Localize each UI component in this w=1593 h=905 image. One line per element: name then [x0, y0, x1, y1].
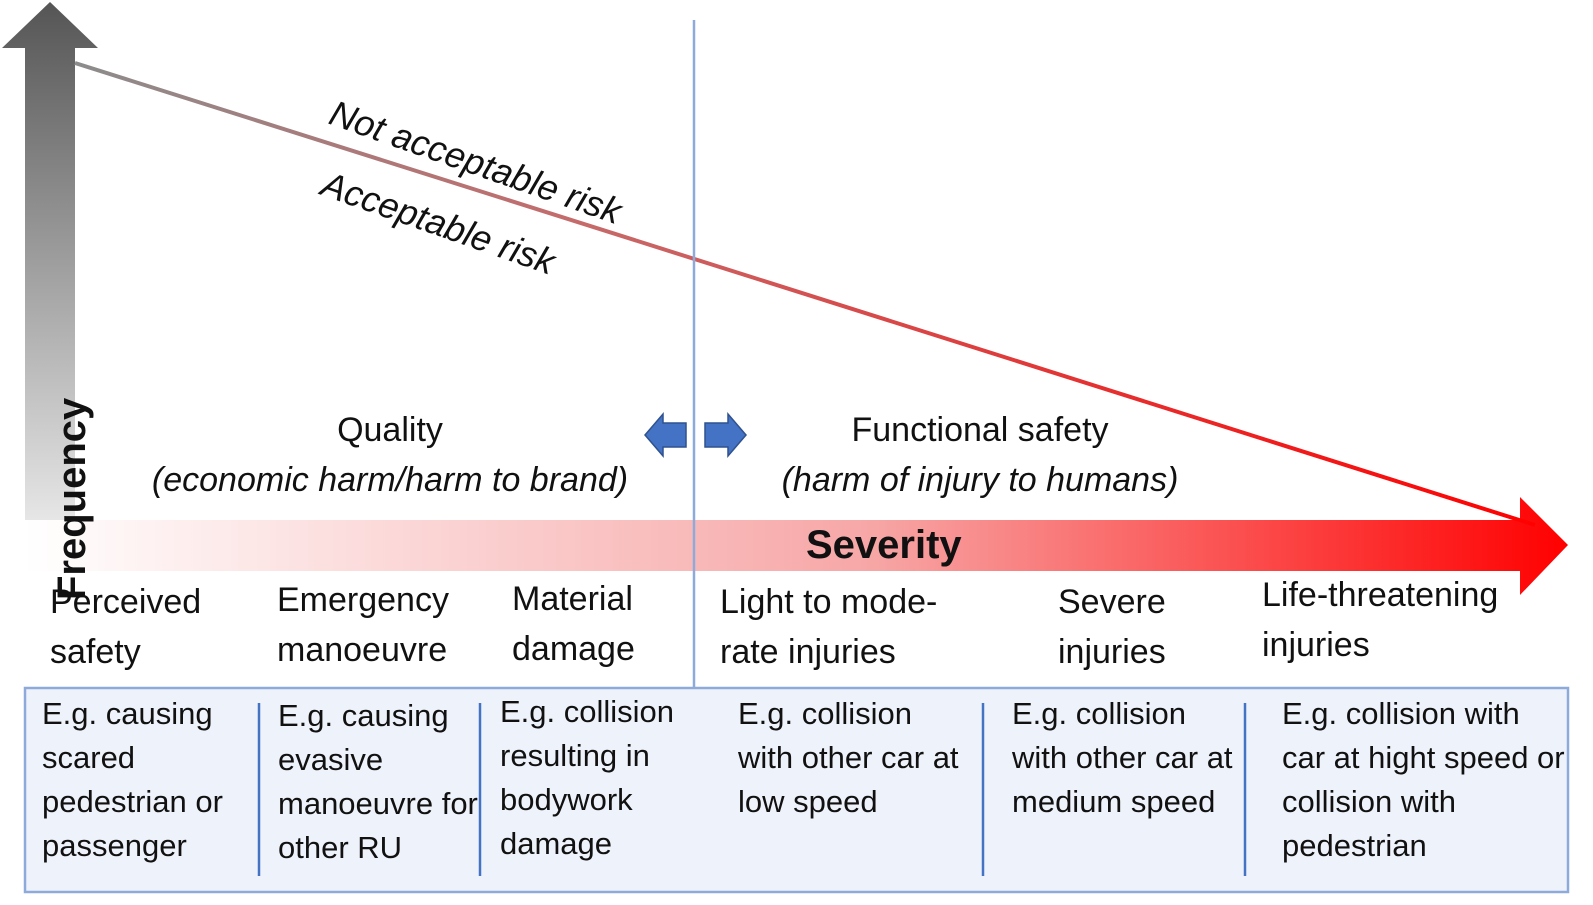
example-cell-life-threatening-injuries: E.g. collision with car at hight speed o… [1282, 696, 1565, 863]
example-cell-severe-injuries: E.g. collision with other car at medium … [1012, 696, 1233, 819]
examples-box [23, 686, 1570, 894]
quality-subtitle: (economic harm/harm to brand) [151, 461, 629, 499]
quality-title: Quality [337, 411, 443, 449]
functional-safety-title: Functional safety [851, 411, 1109, 449]
example-cell-perceived-safety: E.g. causing scared pedestrian or passen… [42, 696, 223, 863]
example-cell-light-injuries: E.g. collision with other car at low spe… [738, 696, 959, 819]
frequency-axis-arrow [2, 2, 98, 570]
functional-safety-subtitle: (harm of injury to humans) [781, 461, 1179, 499]
right-small-arrow [704, 411, 747, 459]
severity-axis-label: Severity [806, 523, 962, 567]
category-label-light-injuries: Light to mode-rate injuries [720, 583, 938, 671]
example-cell-emergency-manoeuvre: E.g. causing evasive manoeuvre for other… [278, 698, 478, 865]
left-small-arrow [644, 411, 687, 459]
risk-threshold-line [74, 61, 1536, 527]
frequency-axis-label: Frequency [50, 397, 94, 600]
severity-axis-arrow [25, 497, 1568, 595]
example-cell-material-damage: E.g. collision resulting in bodywork dam… [500, 694, 675, 861]
